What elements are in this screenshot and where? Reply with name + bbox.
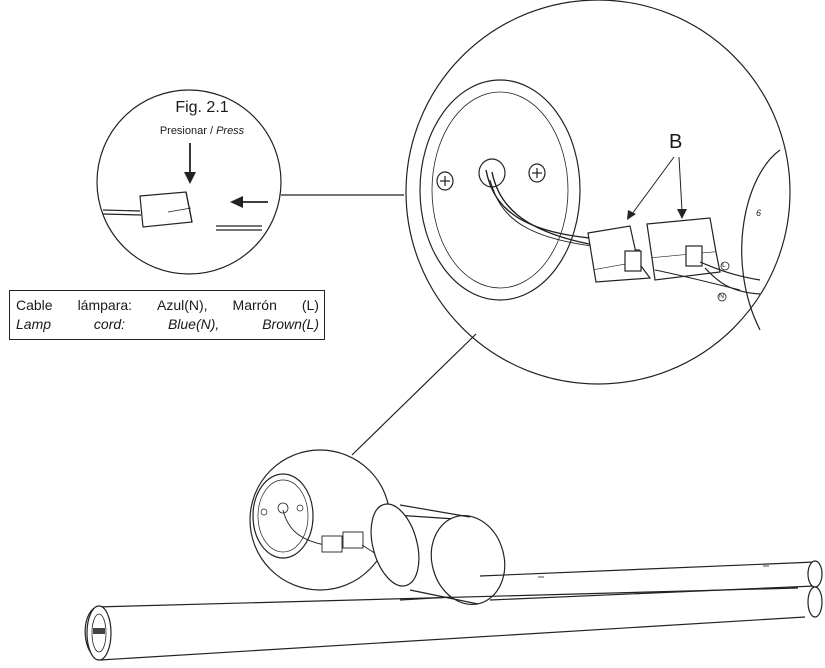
cable-info-box: Cable lámpara: Azul(N), Marrón (L) Lamp …	[9, 290, 325, 340]
cable-es-word: Azul(N),	[157, 297, 208, 313]
terminal-l-mark: L	[722, 262, 726, 269]
press-separator: /	[206, 125, 217, 137]
figure-label: Fig. 2.1	[175, 99, 229, 116]
ceiling-rose-detail: 6	[405, 0, 791, 385]
terminal-n-mark: N	[719, 293, 725, 300]
cable-en-word: cord:	[93, 316, 126, 332]
cable-en-word: Lamp	[16, 316, 52, 332]
canopy-cylinder	[370, 503, 506, 606]
cable-line-es: Cable lámpara: Azul(N), Marrón (L)	[16, 296, 319, 315]
cable-line-en: Lamp cord: Blue(N), Brown(L)	[16, 315, 319, 334]
press-instruction: Presionar / Press	[122, 125, 282, 137]
cable-es-word: Marrón	[232, 297, 277, 313]
ceiling-rose-small-detail	[249, 449, 391, 591]
cable-es-word: (L)	[301, 297, 319, 313]
detail-leader-line	[351, 333, 477, 456]
fig-2-1-inset	[96, 89, 282, 275]
light-tube	[84, 560, 823, 661]
cable-es-word: lámpara:	[77, 297, 133, 313]
cable-en-word: Blue(N),	[167, 316, 220, 332]
press-label-en: Press	[216, 125, 245, 137]
press-label-es: Presionar	[159, 125, 207, 137]
cable-es-word: Cable	[16, 297, 53, 313]
callout-b-label: B	[669, 131, 683, 153]
svg-text:6: 6	[756, 208, 761, 218]
cable-en-word: Brown(L)	[262, 316, 319, 332]
